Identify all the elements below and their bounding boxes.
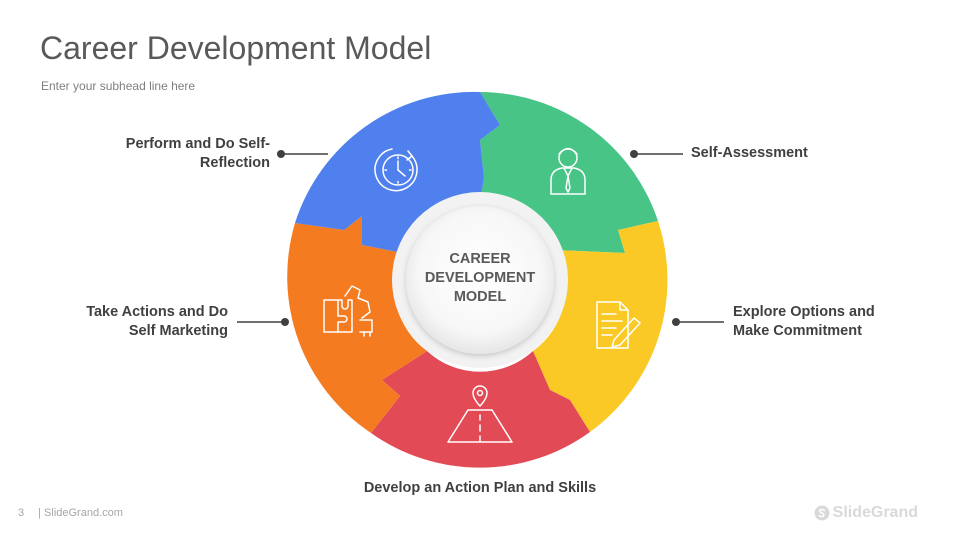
stage-label-line: Make Commitment: [733, 323, 862, 339]
stage-label-line: Explore Options and: [733, 304, 875, 320]
segment-perform-reflection: [295, 91, 500, 253]
document-pencil-icon: [596, 301, 641, 349]
segment-take-actions: [287, 216, 427, 433]
connector-perform-reflection: [277, 150, 328, 158]
stage-label-self-assessment: Self-Assessment: [691, 144, 808, 163]
connector-self-assessment: [630, 150, 683, 158]
businessman-icon: [550, 147, 586, 195]
stage-label-take-actions: Take Actions and Do Self Marketing: [40, 303, 228, 341]
center-line: CAREER: [449, 251, 511, 267]
connector-take-actions: [237, 318, 289, 326]
clock-icon: [374, 148, 418, 192]
page-number: 3: [18, 507, 25, 519]
road-location-icon: [447, 385, 513, 443]
stage-label-explore-options: Explore Options and Make Commitment: [733, 303, 875, 341]
slide-title: Career Development Model: [40, 30, 432, 66]
stage-label-line: Self-Assessment: [691, 145, 808, 161]
brand-logo-icon: [814, 505, 830, 521]
stage-label-line: Perform and Do Self-: [125, 136, 270, 152]
brand-logo: SlideGrand: [814, 504, 918, 522]
footer-source: | SlideGrand.com: [38, 507, 123, 519]
center-circle: [406, 206, 554, 354]
center-line: MODEL: [453, 289, 507, 305]
stage-label-line: Take Actions and Do: [86, 304, 228, 320]
center-line: DEVELOPMENT: [424, 270, 536, 286]
brand-name: SlideGrand: [832, 504, 918, 521]
stage-label-line: Develop an Action Plan and Skills: [363, 480, 597, 496]
puzzle-icon: [323, 285, 373, 337]
connector-explore-options: [672, 318, 724, 326]
center-label: CAREER DEVELOPMENT MODEL: [410, 250, 550, 307]
slide-subtitle: Enter your subhead line here: [41, 79, 196, 93]
footer: 3 | SlideGrand.com: [18, 507, 123, 519]
stage-label-line: Self Marketing: [128, 323, 228, 339]
stage-label-perform-reflection: Perform and Do Self- Reflection: [80, 135, 270, 173]
stage-label-line: Reflection: [199, 155, 270, 171]
stage-label-develop-plan: Develop an Action Plan and Skills: [330, 479, 630, 498]
